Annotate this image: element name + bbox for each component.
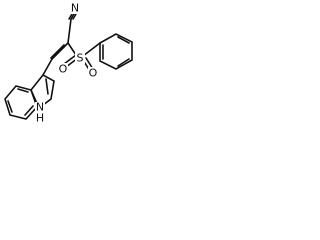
bond-c-cn [67, 18, 72, 44]
phenyl-double-3 [117, 58, 130, 67]
bond-s-phenyl [82, 42, 101, 57]
phenyl-ring [99, 33, 133, 70]
phenyl-double-2 [117, 36, 130, 44]
atom-indole-n: N [36, 101, 44, 114]
pyrrole-double [45, 78, 49, 95]
benzene-double-1 [7, 100, 13, 113]
indole-system [4, 58, 55, 120]
benzene-double-3 [17, 88, 29, 93]
label-bg-s [75, 52, 85, 64]
molecule-svg: N S O O N H [4, 2, 133, 125]
atom-nitrile-n: N [71, 2, 79, 15]
atom-sulfur: S [77, 52, 84, 65]
bond-s-o-left-double [63, 54, 77, 65]
label-bg-n [70, 2, 80, 14]
label-bg-o-left [58, 63, 68, 75]
triple-bond-line-1 [68, 13, 73, 20]
label-bg-indole-n [35, 102, 45, 113]
structure-diagram: N S O O N H [0, 0, 141, 125]
alkene-bond-double [50, 44, 65, 59]
alkene-bond [51, 42, 69, 60]
nitrile-group [67, 13, 77, 44]
bond-vinyl-indole [42, 58, 53, 76]
atom-indole-h: H [36, 112, 44, 125]
benzene-double-2 [24, 105, 34, 116]
label-bg-o-right [88, 67, 98, 79]
triple-bond-line-2 [70, 13, 75, 20]
triple-bond-line-3 [72, 13, 77, 20]
atom-labels: N S O O N H [35, 2, 98, 125]
atom-oxygen-right: O [89, 67, 98, 80]
phenyl-hexagon [99, 33, 133, 70]
atom-oxygen-left: O [59, 63, 68, 76]
